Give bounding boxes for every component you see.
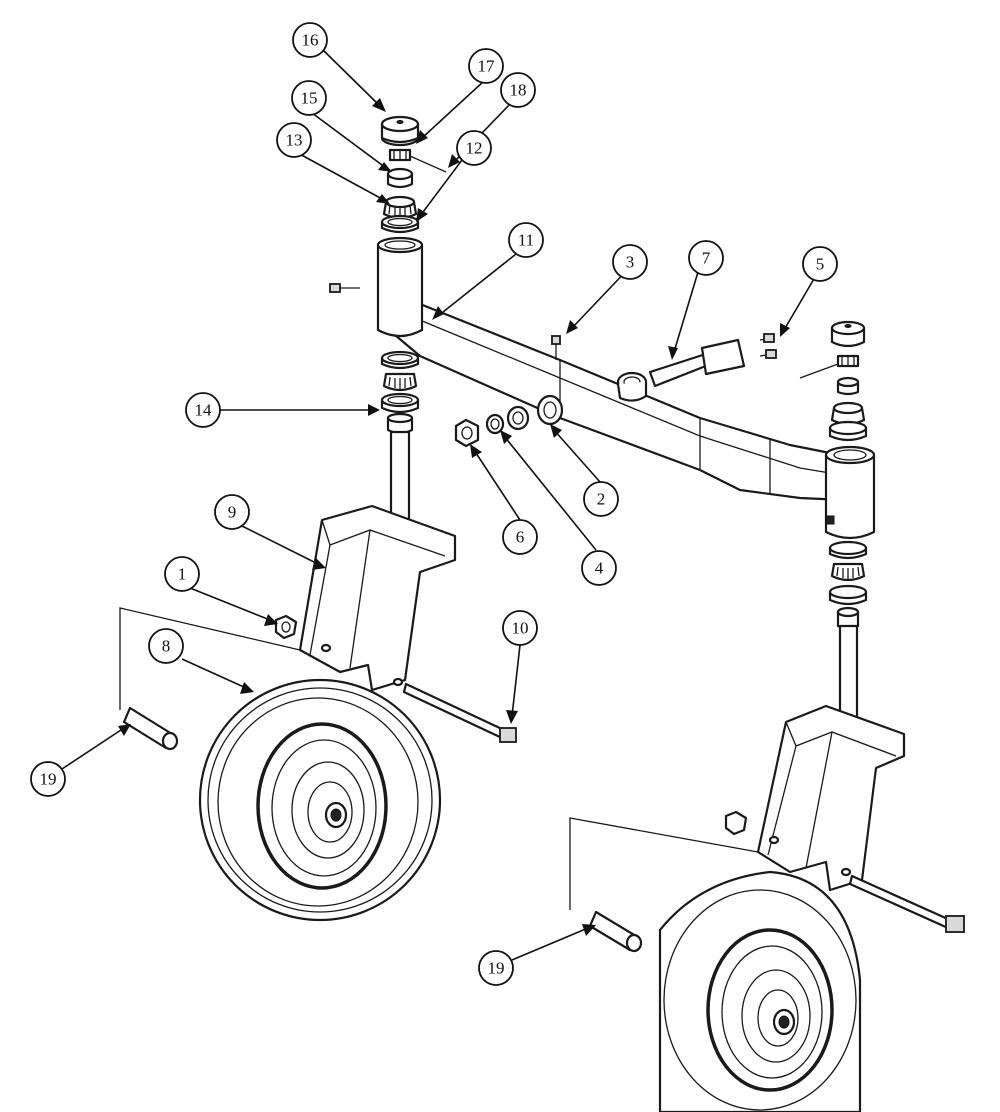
callout-9: 9 bbox=[214, 494, 250, 530]
right-spindle-shaft bbox=[838, 624, 859, 722]
callout-2-label: 2 bbox=[597, 490, 606, 509]
callout-14: 14 bbox=[185, 392, 221, 428]
callout-13-label: 13 bbox=[286, 131, 303, 150]
callout-18-label: 18 bbox=[510, 81, 527, 100]
callout-17-label: 17 bbox=[478, 57, 496, 76]
callout-14-label: 14 bbox=[195, 401, 213, 420]
callout-16: 16 bbox=[292, 22, 328, 58]
callout-7: 7 bbox=[688, 240, 724, 276]
callout-4-label: 4 bbox=[595, 559, 604, 578]
pivot-pin bbox=[616, 338, 746, 402]
callout-1-label: 1 bbox=[178, 565, 187, 584]
callout-18: 18 bbox=[500, 72, 536, 108]
callout-3: 3 bbox=[612, 244, 648, 280]
callout-13: 13 bbox=[276, 122, 312, 158]
right-fork-nut bbox=[724, 810, 748, 836]
left-spindle-housing bbox=[329, 236, 424, 338]
leader-lines bbox=[61, 50, 819, 961]
right-spindle-housing bbox=[824, 445, 876, 540]
callout-15: 15 bbox=[291, 80, 327, 116]
callout-7-label: 7 bbox=[702, 249, 711, 268]
callout-19-right: 19 bbox=[478, 950, 514, 986]
callout-11-label: 11 bbox=[518, 231, 534, 250]
callout-2: 2 bbox=[583, 481, 619, 517]
callout-3-label: 3 bbox=[626, 253, 635, 272]
callout-15-label: 15 bbox=[301, 89, 318, 108]
callout-19-right-label: 19 bbox=[488, 959, 505, 978]
callout-5-label: 5 bbox=[816, 255, 825, 274]
right-axle-bolt bbox=[848, 874, 965, 933]
callout-8-label: 8 bbox=[162, 637, 171, 656]
callout-5: 5 bbox=[802, 246, 838, 282]
callout-10-label: 10 bbox=[512, 619, 529, 638]
grease-fitting bbox=[551, 335, 561, 360]
callout-17: 17 bbox=[468, 48, 504, 84]
callout-1: 1 bbox=[164, 556, 200, 592]
right-spacer-tube bbox=[569, 817, 759, 953]
right-lower-bearing-stack bbox=[828, 540, 868, 630]
callout-19-left: 19 bbox=[30, 761, 66, 797]
left-wheel bbox=[198, 678, 442, 922]
callout-12: 12 bbox=[456, 130, 492, 166]
left-axle-bolt bbox=[402, 682, 517, 743]
callout-11: 11 bbox=[508, 222, 544, 258]
right-caster-fork bbox=[756, 704, 906, 892]
left-caster-fork bbox=[298, 504, 457, 692]
washer-stack bbox=[454, 394, 564, 448]
callout-12-label: 12 bbox=[466, 139, 483, 158]
mount-bolts bbox=[759, 333, 777, 359]
callout-4: 4 bbox=[581, 550, 617, 586]
callout-10: 10 bbox=[502, 610, 538, 646]
axle-beam bbox=[383, 283, 847, 502]
left-fork-nut bbox=[274, 614, 298, 640]
right-wheel bbox=[658, 870, 862, 1112]
callout-6-label: 6 bbox=[516, 528, 525, 547]
left-lower-bearing-stack bbox=[380, 350, 420, 435]
callout-6: 6 bbox=[502, 519, 538, 555]
right-upper-bearing-stack bbox=[799, 320, 868, 442]
callout-16-label: 16 bbox=[302, 31, 319, 50]
callout-19-left-label: 19 bbox=[40, 770, 57, 789]
left-upper-bearing-stack bbox=[380, 115, 447, 234]
callout-8: 8 bbox=[148, 628, 184, 664]
callout-9-label: 9 bbox=[228, 503, 237, 522]
left-spacer-tube bbox=[119, 607, 301, 751]
